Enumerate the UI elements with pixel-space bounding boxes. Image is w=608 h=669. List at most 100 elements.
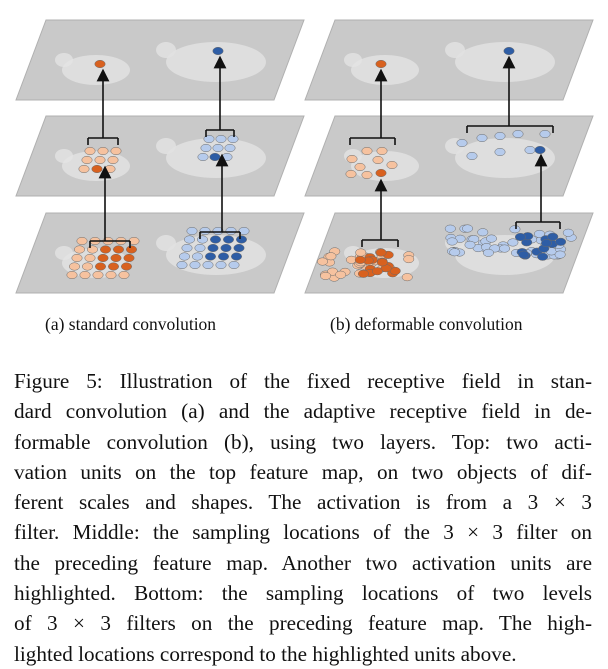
sampling-location [215,135,227,143]
sampling-location [227,135,239,143]
sampling-location [197,153,209,161]
sampling-location [371,267,383,276]
sampling-location [236,235,247,244]
sampling-location [231,252,242,261]
caption-line: Figure 5: Illustration of the fixed rece… [14,369,592,393]
sampling-location [209,153,221,161]
sampling-location [66,271,78,279]
sampling-location [354,255,366,264]
sampling-location [118,271,130,279]
sampling-location [212,144,224,152]
sampling-location [225,227,237,235]
sampling-location [91,165,103,173]
sampling-location [449,248,461,257]
sampling-location [524,146,536,154]
sampling-location [233,244,245,252]
sampling-location [464,240,476,249]
sampling-location [113,245,124,254]
sampling-location [79,271,91,279]
sampling-location [462,224,473,233]
caption-line: vation units on the top feature map, on … [14,459,592,484]
sampling-location [512,130,524,138]
sampling-location [110,147,122,155]
caption-line: filter. Middle: the sampling locations o… [14,520,592,545]
sheep-silhouette [55,246,73,260]
sampling-location [212,47,224,55]
sampling-location [82,262,93,271]
sampling-location [179,252,190,261]
sampling-location [335,270,347,279]
sheep-silhouette [344,53,362,67]
sampling-location [100,245,111,254]
sampling-location [320,271,332,280]
sampling-location [97,147,109,155]
sampling-location [84,147,96,155]
sampling-location [534,146,546,154]
sampling-location [361,171,373,179]
sampling-location [476,134,488,142]
sampling-location [197,235,208,244]
sampling-location [375,60,387,68]
sampling-location [194,244,206,252]
sampling-location [401,273,413,282]
sampling-location [228,261,240,269]
sampling-location [200,144,212,152]
sampling-location [76,237,88,245]
sampling-location [121,262,132,271]
sampling-location [537,252,549,261]
sampling-location [74,245,85,254]
sampling-location [499,244,511,253]
sheep-silhouette [156,138,176,154]
sampling-location [81,156,93,164]
sampling-location [218,252,229,261]
sampling-location [203,135,215,143]
sampling-location [84,254,96,262]
sampling-location [317,257,328,266]
sampling-location [220,244,232,252]
sheep-silhouette [156,235,176,251]
sampling-location [71,254,83,262]
sampling-location [207,244,219,252]
sampling-location [518,250,530,259]
sampling-location [97,254,109,262]
caption-line: formable convolution (b), using two laye… [14,429,592,454]
sampling-location [94,156,106,164]
sampling-location [375,169,387,177]
subcaption-a: (a) standard convolution [45,314,217,334]
sheep-silhouette [455,42,555,82]
subcaption-b: (b) deformable convolution [330,314,523,334]
sampling-location [238,227,250,235]
sampling-location [444,224,456,233]
sheep-silhouette [445,42,465,58]
sampling-location [507,238,519,247]
sampling-location [202,261,214,269]
sampling-location [184,235,195,244]
sampling-location [509,225,521,234]
sampling-location [446,237,458,246]
sampling-location [541,239,552,248]
sampling-location [199,227,211,235]
sampling-location [325,252,337,261]
sampling-location [477,228,489,237]
sampling-location [514,233,526,242]
sampling-location [210,235,221,244]
sampling-location [192,252,203,261]
sampling-location [104,165,116,173]
sampling-location [95,262,106,271]
sampling-location [539,130,551,138]
sampling-location [224,144,236,152]
sampling-location [215,261,227,269]
sampling-location [486,234,497,243]
sampling-location [110,254,122,262]
caption-line: ferent scales and shapes. The activation… [14,490,592,515]
sampling-location [372,156,384,164]
sampling-location [186,227,198,235]
sampling-location [346,155,358,163]
sampling-location [547,232,559,241]
sampling-location [123,254,135,262]
sampling-location [189,261,201,269]
sampling-location [503,47,515,55]
figure-illustration [15,19,594,294]
sampling-location [223,235,234,244]
sheep-silhouette [62,55,130,85]
